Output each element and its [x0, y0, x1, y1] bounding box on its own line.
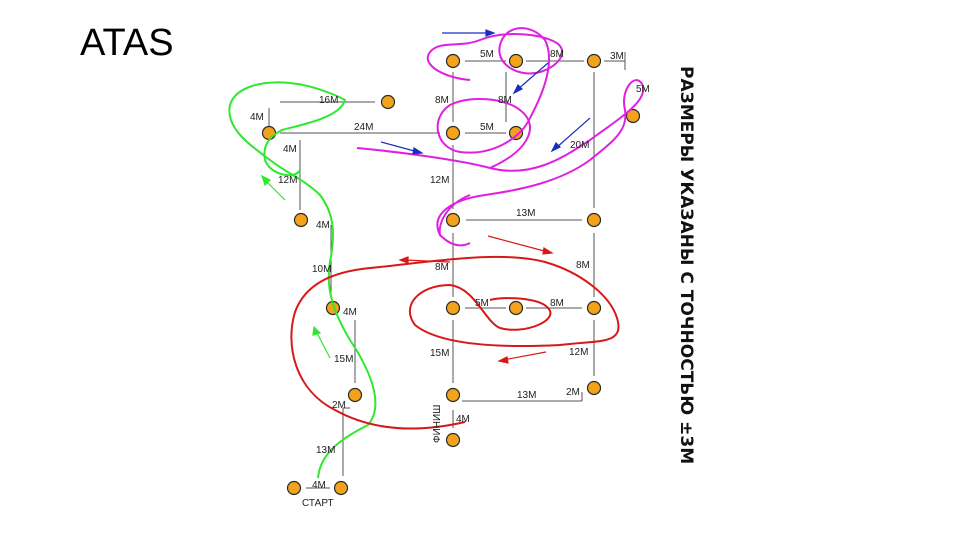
- cone: [445, 53, 461, 69]
- distance-label: 16M: [319, 95, 338, 106]
- distance-label: 24M: [354, 122, 373, 133]
- cones: [261, 53, 641, 496]
- cone: [261, 125, 277, 141]
- cone: [347, 387, 363, 403]
- distance-label: 20M: [570, 140, 589, 151]
- distance-label: 8M: [435, 95, 449, 106]
- finish-label: ФИНИШ: [432, 405, 443, 443]
- cone: [625, 108, 641, 124]
- cone: [293, 212, 309, 228]
- distance-label: 5M: [636, 84, 650, 95]
- distance-labels: 5M 8M 3M 5M 16M 4M 8M 8M 24M 5M 4M 20M 1…: [250, 49, 650, 491]
- cone: [445, 432, 461, 448]
- cone: [445, 212, 461, 228]
- cone: [445, 125, 461, 141]
- distance-label: 10M: [312, 264, 331, 275]
- distance-label: 15M: [334, 354, 353, 365]
- distance-label: 13M: [517, 390, 536, 401]
- distance-label: 8M: [550, 298, 564, 309]
- distance-label: 13M: [516, 208, 535, 219]
- distance-label: 8M: [576, 260, 590, 271]
- cone: [508, 300, 524, 316]
- start-label: СТАРТ: [302, 498, 334, 509]
- red-route: [290, 255, 620, 430]
- green-arrows: [260, 174, 331, 359]
- distance-label: 8M: [550, 49, 564, 60]
- magenta-route-loop: [426, 27, 564, 169]
- cone: [445, 300, 461, 316]
- distance-label: 4M: [343, 307, 357, 318]
- cone: [586, 380, 602, 396]
- precision-note: РАЗМЕРЫ УКАЗАНЫ С ТОЧНОСТЬЮ ±3М: [676, 66, 696, 464]
- cone: [508, 125, 524, 141]
- cone: [586, 53, 602, 69]
- distance-label: 5M: [480, 122, 494, 133]
- cone: [586, 212, 602, 228]
- cone: [508, 53, 524, 69]
- distance-label: 12M: [569, 347, 588, 358]
- slide-title: ATAS: [80, 22, 174, 64]
- distance-label: 3M: [610, 51, 624, 62]
- distance-label: 15M: [430, 348, 449, 359]
- cone: [333, 480, 349, 496]
- magenta-route: [356, 79, 645, 247]
- cone: [586, 300, 602, 316]
- distance-label: 13M: [316, 445, 335, 456]
- distance-label: 4M: [456, 414, 470, 425]
- cone: [445, 387, 461, 403]
- distance-label: 5M: [475, 298, 489, 309]
- distance-label: 8M: [498, 95, 512, 106]
- distance-label: 2M: [566, 387, 580, 398]
- distance-label: 4M: [283, 144, 297, 155]
- distance-label: 5M: [480, 49, 494, 60]
- blue-arrows: [380, 29, 591, 155]
- distance-label: 4M: [250, 112, 264, 123]
- distance-label: 12M: [278, 175, 297, 186]
- distance-label: 8M: [435, 262, 449, 273]
- distance-label: 2M: [332, 400, 346, 411]
- distance-label: 12M: [430, 175, 449, 186]
- distance-label: 4M: [312, 480, 326, 491]
- cone: [380, 94, 396, 110]
- distance-label: 4M: [316, 220, 330, 231]
- red-arrows: [398, 235, 554, 364]
- green-route: [228, 81, 377, 479]
- cone: [286, 480, 302, 496]
